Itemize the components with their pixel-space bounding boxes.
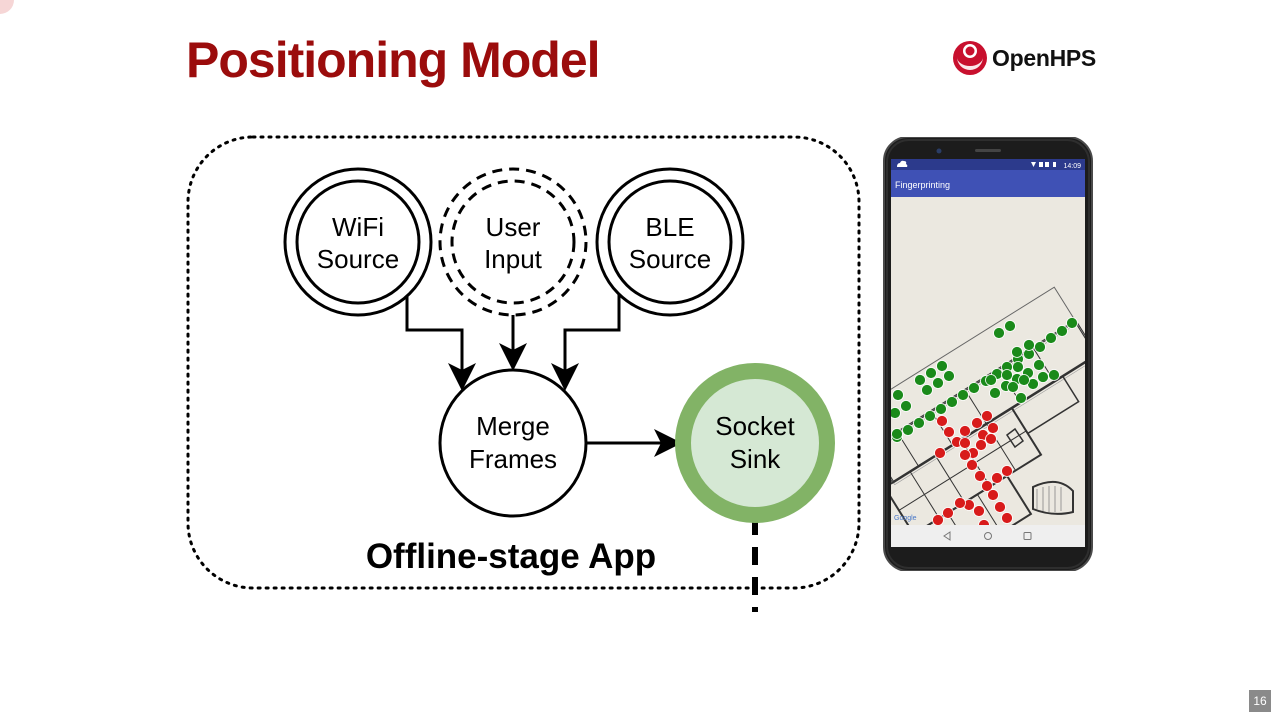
openhps-logo: OpenHPS xyxy=(952,40,1096,76)
red-fingerprint-markers[interactable] xyxy=(932,410,1013,531)
floorplan-map[interactable]: Google xyxy=(883,286,1093,571)
user-arrowhead xyxy=(499,343,527,371)
user-input-label-2: Input xyxy=(484,244,543,274)
wifi-source-label-2: Source xyxy=(317,244,399,274)
offline-app-boundary xyxy=(186,135,861,590)
recents-icon[interactable] xyxy=(1023,532,1032,540)
ble-source-label-2: Source xyxy=(629,244,711,274)
page-number: 16 xyxy=(1249,690,1271,712)
ble-source-node: BLE Source xyxy=(595,167,745,317)
home-icon[interactable] xyxy=(984,532,992,540)
user-input-label-1: User xyxy=(486,212,541,242)
signal-icon xyxy=(1039,162,1043,167)
green-fingerprint-markers[interactable] xyxy=(890,317,1078,443)
ble-source-label-1: BLE xyxy=(645,212,694,242)
app-bar xyxy=(891,170,1085,197)
wifi-status-icon xyxy=(1031,162,1036,167)
phone-camera-icon xyxy=(936,148,942,154)
cloud-icon xyxy=(897,160,908,167)
phone-mockup: 14:09 Fingerprinting xyxy=(883,137,1093,571)
merge-frames-label-1: Merge xyxy=(476,411,550,441)
socket-sink-node: Socket Sink xyxy=(675,363,835,523)
sink-arrowhead xyxy=(654,429,682,457)
wifi-source-node: WiFi Source xyxy=(283,167,433,317)
slide-title: Positioning Model xyxy=(186,32,601,88)
openhps-logo-icon xyxy=(953,41,987,75)
socket-sink-label-2: Sink xyxy=(730,444,782,474)
phone-status-bar xyxy=(891,159,1085,170)
phone-earpiece xyxy=(975,149,1001,152)
phone-nav-bar xyxy=(891,525,1085,547)
battery-icon xyxy=(1053,162,1056,167)
ble-to-merge-edge xyxy=(563,292,621,386)
socket-sink-label-1: Socket xyxy=(715,411,795,441)
status-time: 14:09 xyxy=(1063,163,1081,170)
merge-frames-node: Merge Frames xyxy=(438,368,588,518)
wifi-to-merge-edge xyxy=(405,292,464,386)
wifi-source-label-1: WiFi xyxy=(332,212,384,242)
user-input-node: User Input xyxy=(438,167,588,317)
offline-app-label: Offline-stage App xyxy=(366,537,656,576)
logo-text: OpenHPS xyxy=(992,44,1096,71)
signal2-icon xyxy=(1045,162,1049,167)
merge-frames-label-2: Frames xyxy=(469,444,557,474)
back-icon[interactable] xyxy=(943,531,951,541)
app-title: Fingerprinting xyxy=(895,180,950,190)
ble-arrowhead xyxy=(551,363,579,391)
map-brand: Google xyxy=(894,515,917,522)
wifi-arrowhead xyxy=(448,363,476,391)
